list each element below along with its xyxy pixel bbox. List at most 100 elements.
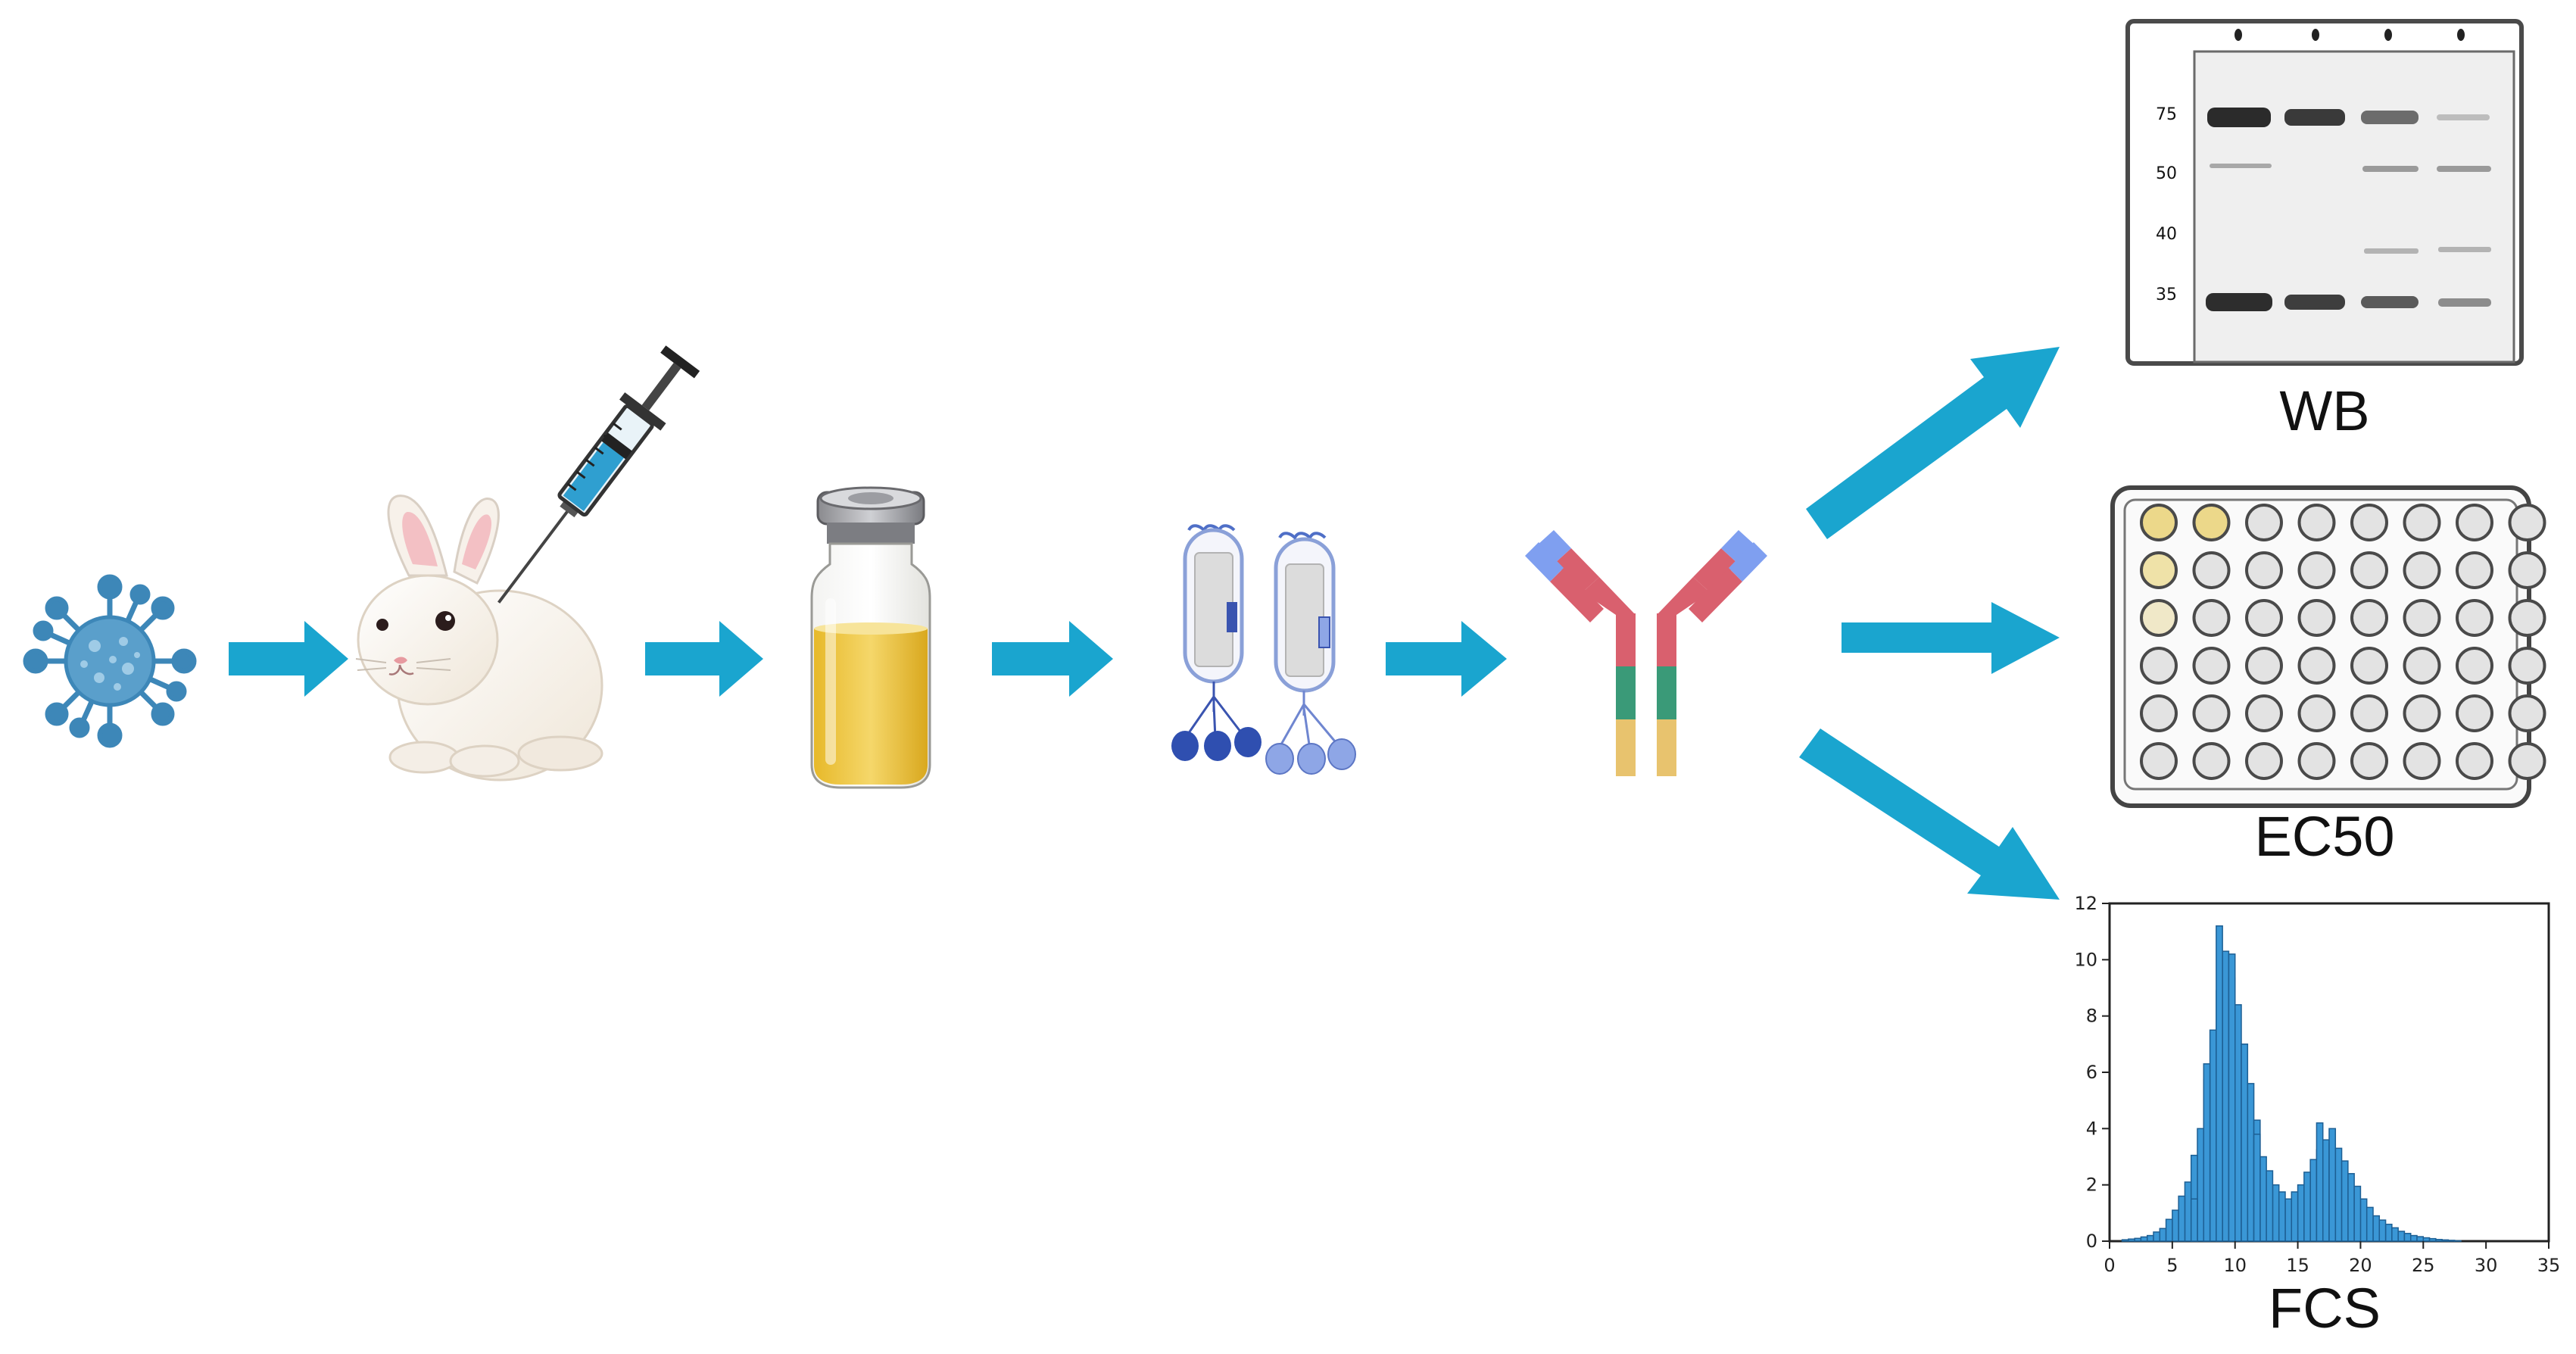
band: [2361, 111, 2419, 124]
band: [2361, 296, 2419, 308]
x-tick-label: 0: [2104, 1255, 2115, 1276]
histogram-bar: [2435, 1239, 2443, 1242]
histogram-bar: [2121, 1239, 2129, 1242]
well: [2140, 599, 2178, 637]
histogram-bar: [2453, 1240, 2462, 1242]
syringe-icon: [497, 345, 700, 604]
well: [2140, 694, 2178, 732]
histogram-bar: [2203, 1063, 2211, 1242]
arrow-2: [645, 621, 763, 697]
histogram-bar: [2309, 1159, 2318, 1242]
well: [2245, 504, 2283, 541]
well: [2297, 742, 2336, 780]
histogram-bar: [2272, 1184, 2280, 1242]
histogram-bar: [2128, 1238, 2135, 1242]
arrow-1: [229, 621, 348, 697]
histogram-bar: [2190, 1198, 2198, 1242]
well-plate: [2110, 485, 2546, 808]
histogram-bar: [2159, 1228, 2167, 1242]
well: [2456, 551, 2493, 589]
histogram-bar: [2228, 953, 2236, 1242]
histogram-bar: [2247, 1083, 2255, 1242]
histogram-bar: [2146, 1234, 2154, 1242]
band: [2438, 298, 2491, 307]
well: [2350, 647, 2388, 685]
well: [2350, 599, 2388, 637]
well: [2192, 694, 2231, 732]
band: [2437, 114, 2490, 120]
histogram-bar: [2372, 1215, 2381, 1242]
well: [2297, 599, 2336, 637]
b-cell-icon-1: [1171, 524, 1261, 761]
well: [2192, 551, 2231, 589]
histogram-bar: [2428, 1237, 2437, 1242]
well: [2192, 742, 2231, 780]
well: [2297, 647, 2336, 685]
histogram-bar: [2384, 1223, 2393, 1242]
histogram-bar: [2447, 1240, 2456, 1242]
well: [2403, 551, 2441, 589]
well: [2350, 504, 2388, 541]
serum-vial-icon: [810, 486, 931, 789]
well: [2508, 599, 2546, 637]
well: [2140, 647, 2178, 685]
marker-40: 40: [2156, 225, 2177, 244]
histogram-bar: [2153, 1231, 2161, 1242]
histogram-bar: [2284, 1198, 2293, 1242]
x-tick-label: 5: [2166, 1255, 2178, 1276]
well: [2140, 742, 2178, 780]
histogram-bar: [2353, 1185, 2362, 1242]
band: [2364, 248, 2419, 254]
histogram-bar: [2416, 1236, 2425, 1242]
x-tick-label: 20: [2349, 1255, 2372, 1276]
marker-50: 50: [2156, 164, 2177, 183]
histogram-bar: [2253, 1134, 2261, 1242]
well: [2192, 599, 2231, 637]
x-tick-label: 15: [2286, 1255, 2309, 1276]
label-wb: WB: [2279, 379, 2370, 442]
arrow-to-wb: [1806, 347, 2060, 539]
well: [2456, 694, 2493, 732]
well: [2350, 742, 2388, 780]
western-blot: 75 50 40 35: [2125, 19, 2524, 366]
histogram-bar: [2441, 1239, 2450, 1242]
label-ec50: EC50: [2254, 805, 2395, 868]
well: [2245, 694, 2283, 732]
histogram-bar: [2134, 1237, 2142, 1242]
histogram-bar: [2403, 1233, 2412, 1242]
histogram-bar: [2322, 1139, 2330, 1242]
histogram-bar: [2184, 1181, 2192, 1242]
band: [2437, 166, 2491, 172]
marker-75: 75: [2156, 105, 2177, 124]
histogram-bar: [2266, 1170, 2274, 1242]
well: [2508, 742, 2546, 780]
well: [2245, 742, 2283, 780]
arrow-to-ec50: [1842, 602, 2060, 674]
arrow-to-fcs: [1799, 728, 2060, 900]
histogram-bar: [2334, 1147, 2343, 1242]
band: [2284, 295, 2345, 310]
histogram-bar: [2359, 1198, 2368, 1242]
well: [2140, 504, 2178, 541]
histogram-bar: [2178, 1195, 2186, 1242]
histogram-bar: [2209, 1029, 2217, 1242]
well: [2508, 647, 2546, 685]
well: [2140, 551, 2178, 589]
histogram-bar: [2365, 1206, 2374, 1242]
well: [2297, 551, 2336, 589]
rabbit-illustration: [355, 494, 603, 782]
well: [2403, 742, 2441, 780]
histogram-bar: [2241, 1044, 2249, 1242]
y-tick-label: 2: [2086, 1175, 2097, 1196]
y-tick-label: 4: [2086, 1118, 2097, 1139]
histogram-bar: [2378, 1219, 2387, 1242]
histogram-bar: [2172, 1209, 2179, 1242]
histogram-bar: [2409, 1234, 2418, 1242]
band: [2438, 247, 2491, 252]
band: [2210, 164, 2272, 168]
well: [2508, 504, 2546, 541]
y-tick-label: 0: [2086, 1231, 2097, 1252]
y-tick-label: 6: [2086, 1062, 2097, 1083]
